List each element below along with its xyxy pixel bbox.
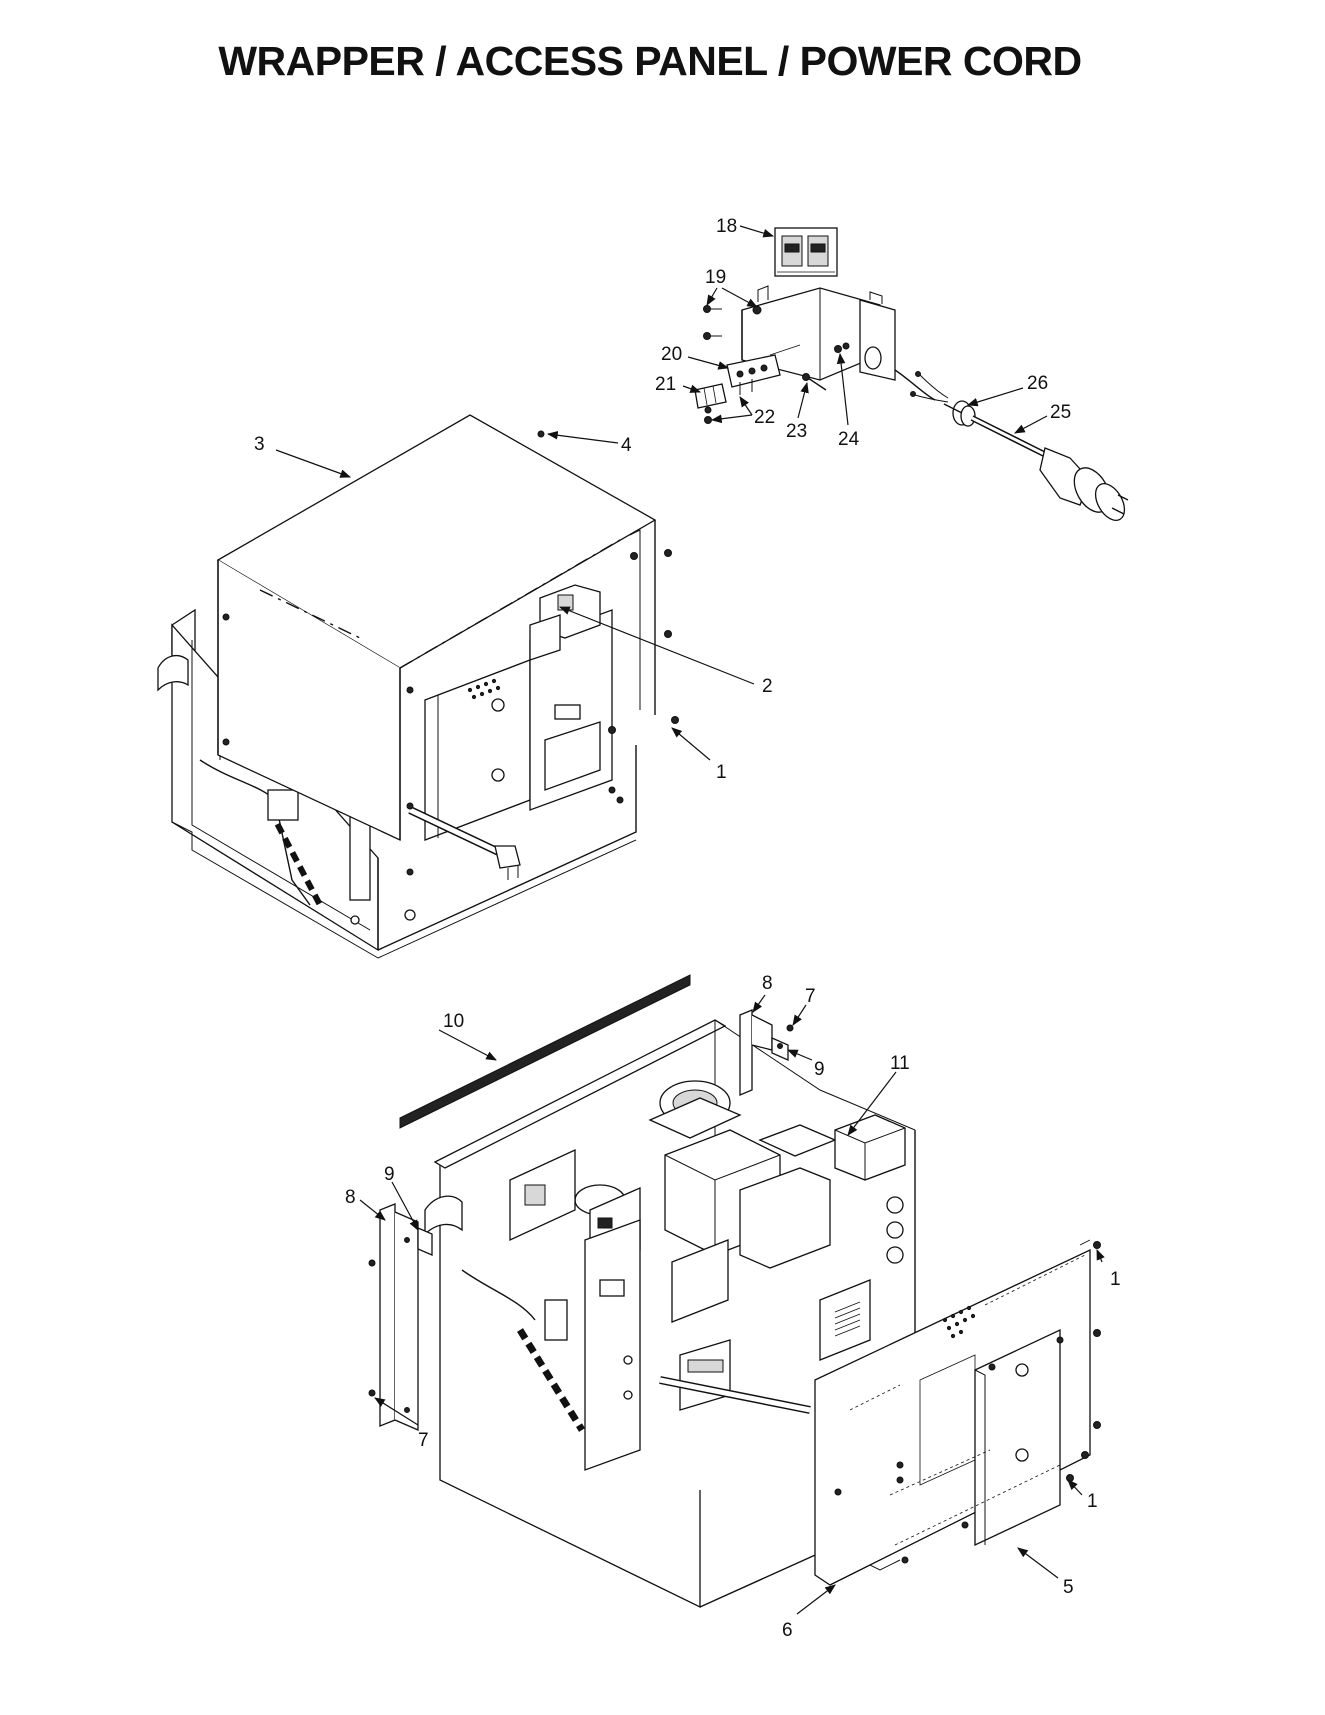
- screw-part-7-rear: [786, 1024, 794, 1032]
- screw-part-23: [802, 373, 827, 391]
- wrapper-part-3: [216, 414, 657, 842]
- callout-1-top: 1: [716, 762, 727, 783]
- screws-part-1-panel: [834, 1241, 1101, 1564]
- terminal-block-part-21: [694, 383, 727, 409]
- screws-part-1-top: [608, 549, 679, 734]
- callout-25: 25: [1050, 402, 1071, 423]
- callout-1-panel-top: 1: [1110, 1269, 1121, 1290]
- screws-part-19: [703, 305, 762, 340]
- oven-access-panel-assembly: [368, 974, 1101, 1609]
- callout-22: 22: [754, 407, 775, 428]
- callout-6: 6: [782, 1620, 793, 1641]
- callout-8-rear: 8: [762, 973, 773, 994]
- callout-9-front: 9: [384, 1164, 395, 1185]
- callout-26: 26: [1027, 373, 1048, 394]
- terminal-bracket: [741, 285, 896, 381]
- power-cord-assembly: [694, 227, 1129, 521]
- oven-with-wrapper: [157, 414, 679, 959]
- callout-5: 5: [1063, 1577, 1074, 1598]
- callout-24: 24: [838, 429, 860, 450]
- screws-part-22: [704, 406, 712, 424]
- bracket-part-8-rear: [739, 1009, 773, 1096]
- blower-grille: [834, 1301, 861, 1337]
- callout-2: 2: [762, 676, 773, 697]
- callout-9-rear: 9: [814, 1059, 825, 1080]
- screw-front-left-top: [368, 1259, 376, 1267]
- leader-lines: [275, 225, 1105, 1615]
- callout-11: 11: [890, 1053, 910, 1074]
- callout-19: 19: [705, 267, 726, 288]
- screws-part-24: [834, 342, 850, 353]
- page-title: WRAPPER / ACCESS PANEL / POWER CORD: [218, 38, 1082, 84]
- access-panel-part-6: [814, 1248, 1091, 1586]
- callout-23: 23: [786, 421, 807, 442]
- relay-block-part-18: [774, 227, 838, 277]
- cover-part-5: [919, 1328, 1061, 1547]
- callout-10: 10: [443, 1011, 464, 1032]
- callout-8-front: 8: [345, 1187, 356, 1208]
- callout-7-front: 7: [418, 1430, 429, 1451]
- screw-part-4: [537, 430, 545, 438]
- callout-labels: 18 19 20 21 22 23 24 26 25 3 4 2 1 10 8 …: [254, 216, 1121, 1641]
- terminal-strip-part-20: [726, 354, 781, 395]
- vent-holes: [467, 678, 501, 700]
- callout-21: 21: [655, 374, 676, 395]
- callout-4: 4: [621, 435, 632, 456]
- transformer-part-11: [834, 1114, 906, 1181]
- bracket-part-9-front: [417, 1227, 433, 1256]
- callout-20: 20: [661, 344, 682, 365]
- cord-wires: [894, 369, 949, 403]
- callout-7-rear: 7: [805, 986, 816, 1007]
- callout-18: 18: [716, 216, 737, 237]
- bracket-part-8-front: [379, 1203, 419, 1431]
- screw-front-left-bottom: [368, 1389, 376, 1397]
- power-cord-plug-part-25: [970, 415, 1129, 521]
- screw-alignment-lines: [849, 1239, 1091, 1546]
- vent-holes-panel: [942, 1305, 976, 1339]
- bracket-part-9-rear: [771, 1037, 789, 1061]
- callout-1-panel-bottom: 1: [1087, 1491, 1098, 1512]
- callout-3: 3: [254, 434, 265, 455]
- gasket-part-10: [399, 974, 691, 1129]
